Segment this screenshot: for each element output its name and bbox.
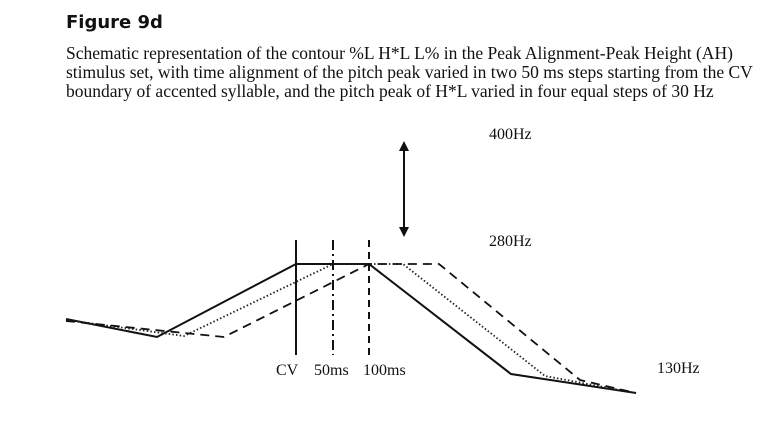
figure-title: Figure 9d bbox=[66, 12, 163, 33]
alignment-label-cv: CV bbox=[276, 362, 299, 379]
pitch-label-400hz: 400Hz bbox=[489, 126, 532, 143]
contour-peak-cv bbox=[65, 263, 637, 394]
contour-peak-100ms bbox=[65, 263, 637, 394]
alignment-label-50ms: 50ms bbox=[314, 362, 349, 379]
pitch-label-130hz: 130Hz bbox=[657, 360, 700, 377]
figure-caption: Schematic representation of the contour … bbox=[66, 43, 753, 101]
alignment-label-100ms: 100ms bbox=[363, 362, 406, 379]
contour-peak-50ms bbox=[65, 263, 637, 394]
pitch-label-280hz: 280Hz bbox=[489, 233, 532, 250]
